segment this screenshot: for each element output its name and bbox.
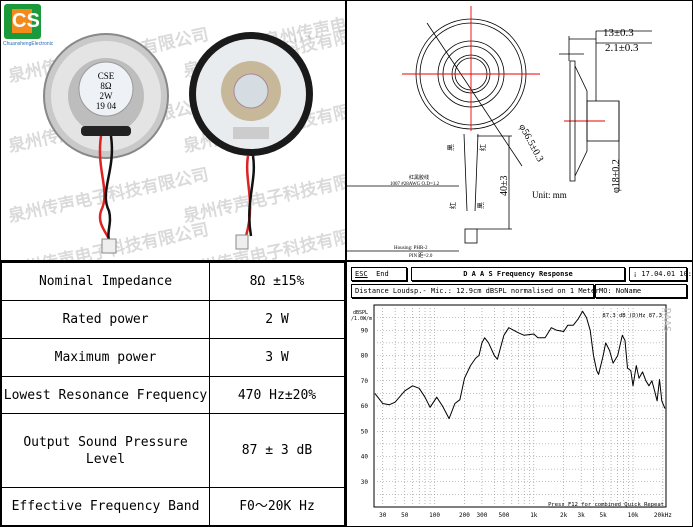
spec-name: Maximum power — [1, 337, 210, 377]
wire-spec: 1007 #28AWG O.D=1.2 — [390, 182, 440, 187]
y-axis-unit: /1.0W/m — [351, 316, 372, 322]
x-tick-label: 20kHz — [654, 512, 672, 519]
dim-lead: 40±3 — [499, 176, 510, 197]
dim-depth: 13±0.3 — [603, 27, 634, 39]
speaker-photos — [43, 32, 313, 254]
speaker-front-view — [189, 32, 313, 250]
red-wire-label: 红 — [478, 144, 487, 151]
x-tick-label: 300 — [477, 512, 488, 519]
x-tick-label: 100 — [429, 512, 440, 519]
spec-name: Nominal Impedance — [1, 262, 210, 301]
x-tick-label: 200 — [459, 512, 470, 519]
side-outline — [559, 30, 652, 191]
x-tick-label: 500 — [499, 512, 510, 519]
y-tick-label: 40 — [361, 454, 369, 461]
x-tick-label: 1k — [530, 512, 538, 519]
black-wire-label: 黑 — [447, 144, 455, 151]
y-tick-label: 70 — [361, 378, 369, 385]
peak-annotation: 87.3 dB (D)Hz 87.3 — [602, 313, 662, 319]
wire-label: 红黑胶线 — [409, 174, 429, 181]
dim-diameter: φ56.5±0.3 — [516, 122, 545, 164]
response-curve — [374, 310, 666, 420]
spec-name: Rated power — [1, 299, 210, 339]
x-tick-label: 10k — [628, 512, 639, 519]
housing-label: Housing: PHR-2 — [394, 246, 428, 251]
spec-value: F0～20K Hz — [209, 487, 345, 526]
spec-value: 87 ± 3 dB — [209, 413, 345, 489]
spec-value: 2 W — [209, 299, 345, 339]
daas-watermark: DAAS — [661, 308, 672, 332]
speaker-label: CSE 8Ω 2W 19 04 — [95, 71, 117, 111]
esc-end-button[interactable]: ESC End — [351, 267, 407, 281]
spec-value: 8Ω ±15% — [209, 262, 345, 301]
front-outline — [347, 18, 527, 252]
spec-value: 3 W — [209, 337, 345, 377]
x-tick-label: 50 — [401, 512, 409, 519]
speaker-back-view — [43, 33, 169, 254]
mo-info: MO: NoName — [595, 284, 687, 298]
black-wire-label-2: 黑 — [477, 202, 485, 209]
y-tick-label: 80 — [361, 353, 369, 360]
spec-name: Output Sound Pressure Level — [1, 413, 210, 489]
chart-date: ¡ 17.04.01 10:55 — [629, 267, 692, 281]
y-tick-label: 30 — [361, 479, 369, 486]
pin-label: PIN 距=2.0 — [409, 253, 433, 259]
chart-title: D A A S Frequency Response — [411, 267, 625, 281]
x-tick-label: 5k — [600, 512, 608, 519]
frequency-response-chart: ESC End D A A S Frequency Response ¡ 17.… — [346, 261, 693, 527]
distance-info: Distance Loudsp.- Mic.: 12.9cm dBSPL nor… — [351, 284, 599, 298]
dimension-drawing: 13±0.3 2.1±0.3 φ56.5±0.3 φ18±0.2 40±3 Un… — [346, 0, 693, 261]
dim-flange: 2.1±0.3 — [605, 42, 639, 54]
spec-name: Lowest Resonance Frequency — [1, 375, 210, 415]
red-wire-label-2: 红 — [448, 202, 457, 209]
product-photo: 泉州传声电子科技有限公司泉州传声电子科技有限公司泉州传声电子科技有限公司泉州传声… — [0, 0, 346, 261]
x-tick-label: 3k — [578, 512, 586, 519]
y-tick-label: 60 — [361, 403, 369, 410]
footer-hint: Press F12 for combined Quick Repeat — [548, 502, 664, 508]
y-tick-label: 50 — [361, 428, 369, 435]
y-axis-label: dBSPL — [353, 310, 368, 316]
company-logo: CS — [4, 4, 41, 39]
dim-magnet: φ18±0.2 — [611, 159, 622, 193]
spec-value: 470 Hz±20% — [209, 375, 345, 415]
spec-name: Effective Frequency Band — [1, 487, 210, 526]
logo-subtext: ChuanshengElectronic — [3, 41, 54, 47]
x-tick-label: 2k — [560, 512, 568, 519]
y-tick-label: 90 — [361, 327, 369, 334]
x-tick-label: 30 — [379, 512, 387, 519]
unit-label: Unit: mm — [532, 190, 567, 200]
center-lines — [402, 6, 605, 131]
